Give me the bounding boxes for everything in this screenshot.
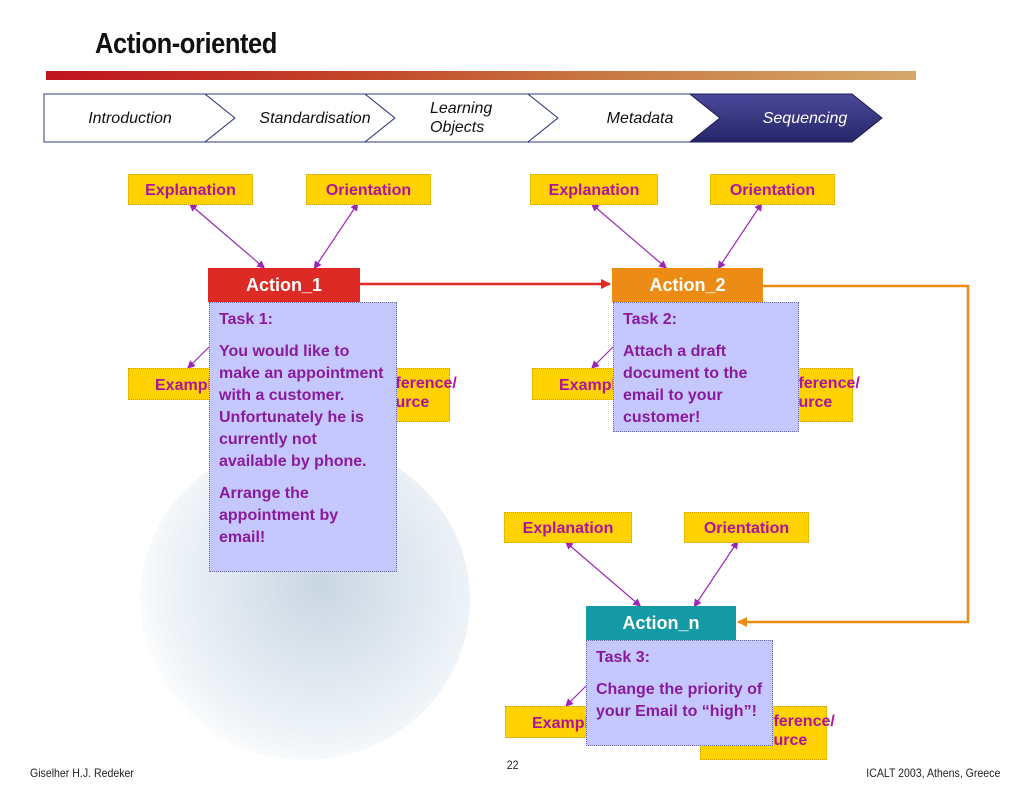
task-1-title: Task 1: — [219, 311, 273, 328]
nav-label-sequencing: Sequencing — [762, 110, 848, 127]
g3-explanation-box: Explanation — [504, 512, 632, 543]
g1-orientation-box: Orientation — [306, 174, 431, 205]
g3-orientation-box: Orientation — [684, 512, 809, 543]
task-2-title: Task 2: — [623, 311, 677, 328]
nav-chevron-sequencing[interactable] — [688, 93, 883, 143]
task-3-card: Task 3: Change the priority of your Emai… — [586, 640, 773, 746]
task-3-title: Task 3: — [596, 649, 650, 666]
task-3-text: Change the priority of your Email to “hi… — [596, 681, 763, 720]
task-1-card: Task 1: You would like to make an appoin… — [209, 302, 397, 572]
task-1-text-2: Arrange the appointment by email! — [219, 485, 339, 546]
link-g3-orientation — [693, 540, 739, 608]
page-title: Action-oriented — [95, 28, 277, 60]
nav-label-metadata: Metadata — [606, 110, 674, 127]
nav-label-learning-objects: Learning Objects — [430, 100, 493, 136]
link-g1-explanation — [188, 203, 266, 269]
link-g1-example — [187, 346, 210, 369]
g2-explanation-box: Explanation — [530, 174, 658, 205]
footer-author: Giselher H.J. Redeker — [30, 766, 134, 780]
task-1-text: You would like to make an appointment wi… — [219, 343, 384, 470]
nav-label-introduction: Introduction — [88, 110, 172, 127]
task-2-card: Task 2: Attach a draft document to the e… — [613, 302, 799, 432]
link-g3-example — [565, 684, 588, 707]
link-g2-explanation — [590, 203, 668, 269]
footer-page-number: 22 — [506, 758, 519, 772]
link-g1-orientation — [313, 202, 359, 270]
action-2-box: Action_2 — [612, 268, 763, 302]
nav-label-standardisation: Standardisation — [259, 110, 371, 127]
g2-orientation-box: Orientation — [710, 174, 835, 205]
flow-action2-to-actionn — [737, 284, 970, 627]
g1-explanation-box: Explanation — [128, 174, 253, 205]
task-2-text: Attach a draft document to the email to … — [623, 343, 748, 426]
link-g2-example — [591, 346, 614, 369]
footer-event: ICALT 2003, Athens, Greece — [865, 766, 1000, 780]
action-n-box: Action_n — [586, 606, 736, 640]
link-g2-orientation — [717, 202, 763, 270]
link-g3-explanation — [564, 541, 642, 607]
action-1-box: Action_1 — [208, 268, 360, 302]
title-underline — [46, 71, 916, 80]
